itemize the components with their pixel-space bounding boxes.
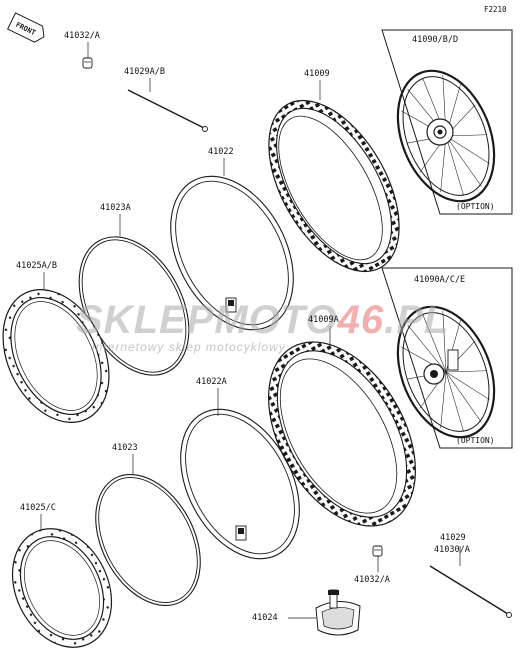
- label-41025c: 41025/C: [20, 503, 56, 513]
- label-41023: 41023: [112, 443, 138, 453]
- rim-top: [2, 289, 110, 423]
- label-41022: 41022: [208, 147, 234, 157]
- rim-band-bottom: [95, 473, 201, 607]
- page-code: F2210: [484, 5, 507, 14]
- label-41024: 41024: [252, 613, 278, 623]
- spoke-nipple-bottom: [372, 545, 383, 557]
- inner-tube-top: [170, 175, 294, 331]
- label-41030a: 41030/A: [434, 545, 470, 555]
- rear-wheel-option-box: [381, 267, 513, 449]
- label-41009a: 41009A: [308, 315, 339, 325]
- label-41032a-top: 41032/A: [64, 31, 100, 41]
- label-41009: 41009: [304, 69, 330, 79]
- spoke-bottom: [429, 565, 512, 618]
- label-41090ace: 41090A/C/E: [414, 275, 466, 285]
- front-direction-badge: FRONT: [7, 12, 45, 43]
- rear-tire: [268, 341, 416, 527]
- rim-lock: [315, 589, 361, 636]
- label-41029: 41029: [440, 533, 466, 543]
- spoke-top: [127, 89, 208, 132]
- front-wheel-option-box: [381, 29, 513, 215]
- label-41032a-bottom: 41032/A: [354, 575, 390, 585]
- inner-tube-bottom: [180, 408, 300, 560]
- front-tire: [268, 99, 400, 273]
- label-41090bd: 41090/B/D: [412, 35, 459, 45]
- label-41023a: 41023A: [100, 203, 131, 213]
- spoke-nipple-top: [82, 57, 93, 69]
- option-label-top: (OPTION): [456, 202, 495, 211]
- label-41025ab: 41025A/B: [16, 261, 57, 271]
- rim-bottom: [11, 528, 113, 648]
- label-41029ab: 41029A/B: [124, 67, 165, 77]
- option-label-bottom: (OPTION): [456, 436, 495, 445]
- label-41022a: 41022A: [196, 377, 227, 387]
